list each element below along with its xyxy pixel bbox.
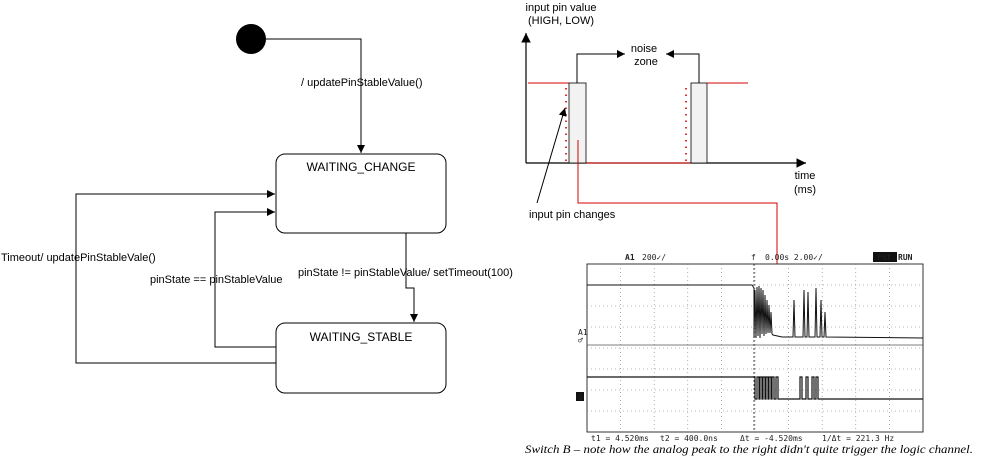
state-waiting-change — [275, 153, 447, 234]
scope-caption: Switch B – note how the analog peak to t… — [525, 444, 973, 456]
noise-zone-arrow-right — [666, 50, 700, 83]
scope-readout-t2: t2 = 400.0ns — [660, 434, 718, 443]
scope-mode-badge-text: Fst — [877, 253, 892, 262]
oscilloscope-capture: A1 200✓/ 0.00s 2.00✓/ Fst RUN f A1 ♂ 0 t… — [525, 252, 973, 456]
scope-analog-trace — [587, 284, 924, 339]
state-waiting-change-name: WAITING_CHANGE — [307, 160, 416, 174]
noise-pulse-2 — [690, 82, 708, 164]
noise-zone-label-2: zone — [634, 56, 658, 68]
timing-x-axis-label-2: (ms) — [794, 184, 816, 196]
pin-changes-pointer — [536, 107, 567, 204]
initial-transition-arrow — [266, 38, 365, 153]
change-to-stable-arrow — [405, 233, 418, 322]
noise-zone-arrow-left — [576, 50, 625, 83]
scope-side-marker-1: A1 — [578, 328, 588, 337]
scope-readout-t1: t1 = 4.520ms — [591, 434, 649, 443]
scope-run-status: RUN — [898, 253, 913, 262]
timing-diagram: input pin value (HIGH, LOW) time (ms) no… — [521, 2, 816, 300]
scope-readout-inv-dt: 1/Δt = 221.3 Hz — [822, 434, 894, 443]
scope-channel-label: A1 — [625, 253, 635, 262]
timing-y-axis-label-2: (HIGH, LOW) — [528, 15, 594, 27]
scope-trigger-marker: f — [751, 253, 756, 262]
pin-changes-label: input pin changes — [529, 209, 616, 221]
scope-logic-marker: 0 — [578, 393, 583, 402]
timeout-transition-arrow — [75, 190, 276, 364]
equal-transition-label: pinState == pinStableValue — [150, 274, 283, 286]
scope-readout-dt: Δt = -4.520ms — [740, 434, 803, 443]
state-waiting-stable-name: WAITING_STABLE — [310, 330, 413, 344]
scope-side-marker-2: ♂ — [578, 336, 583, 345]
scope-volts-div: 200✓/ — [642, 253, 666, 262]
timing-y-axis-label: input pin value — [526, 2, 597, 14]
initial-state-dot — [236, 24, 266, 54]
change-to-stable-label: pinState != pinStableValue/ setTimeout(1… — [298, 267, 513, 279]
scope-timebase: 0.00s 2.00✓/ — [765, 253, 823, 262]
noise-zone-label: noise — [631, 43, 657, 55]
state-machine: / updatePinStableValue() WAITING_CHANGE … — [1, 24, 513, 394]
equal-transition-arrow — [214, 208, 276, 348]
timeout-transition-label: Timeout/ updatePinStableVale() — [1, 252, 156, 264]
scope-logic-trace — [587, 376, 923, 400]
timing-x-axis-label: time — [795, 170, 816, 182]
scope-logic-marker-box — [576, 392, 584, 401]
state-waiting-stable — [275, 322, 447, 394]
link-to-scope-arrow — [577, 140, 781, 300]
initial-transition-label: / updatePinStableValue() — [301, 77, 423, 89]
scope-mode-badge — [873, 252, 897, 262]
